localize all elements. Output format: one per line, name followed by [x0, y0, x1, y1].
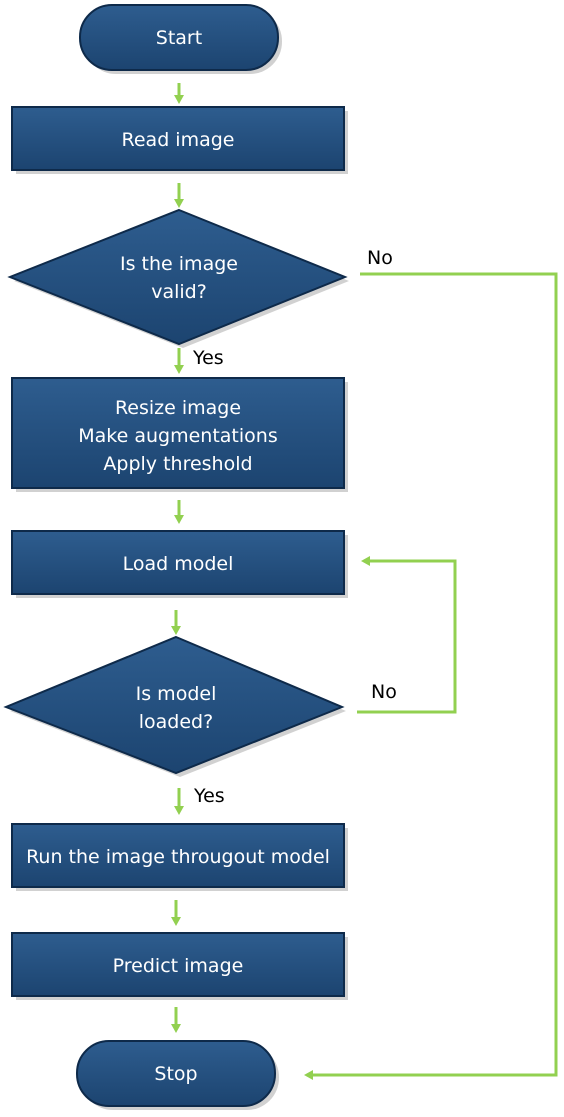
load-model-label: Load model [123, 553, 234, 575]
read-image-label: Read image [122, 129, 235, 151]
image-valid-label-line1: Is the image [120, 253, 238, 275]
stop-terminator: Stop [76, 1040, 279, 1110]
model-loaded-label-line2: loaded? [139, 711, 213, 733]
image-valid-decision: Is the image valid? [7, 208, 349, 348]
arrow-valid-no-to-stop [304, 272, 558, 1080]
preprocess-process: Resize image Make augmentations Apply th… [11, 377, 348, 492]
valid-no-label: No [367, 247, 393, 269]
load-model-process: Load model [11, 530, 348, 598]
loaded-no-label: No [371, 681, 397, 703]
read-image-process: Read image [11, 106, 348, 174]
predict-image-label: Predict image [113, 955, 244, 977]
model-loaded-label-line1: Is model [136, 683, 217, 705]
preprocess-label-line1: Resize image [115, 397, 241, 419]
stop-label: Stop [154, 1063, 197, 1085]
loaded-yes-label: Yes [193, 785, 225, 807]
arrow-loaded-no-to-load [357, 556, 457, 714]
run-model-label: Run the image througout model [26, 846, 330, 868]
preprocess-label-line2: Make augmentations [78, 425, 277, 447]
preprocess-label-line3: Apply threshold [103, 453, 252, 475]
predict-image-process: Predict image [11, 932, 348, 1000]
valid-yes-label: Yes [192, 347, 224, 369]
start-label: Start [156, 27, 202, 49]
run-model-process: Run the image througout model [11, 823, 348, 891]
model-loaded-decision: Is model loaded? [3, 635, 346, 777]
connectors [171, 83, 558, 1080]
image-valid-label-line2: valid? [151, 281, 207, 303]
start-terminator: Start [79, 4, 282, 74]
